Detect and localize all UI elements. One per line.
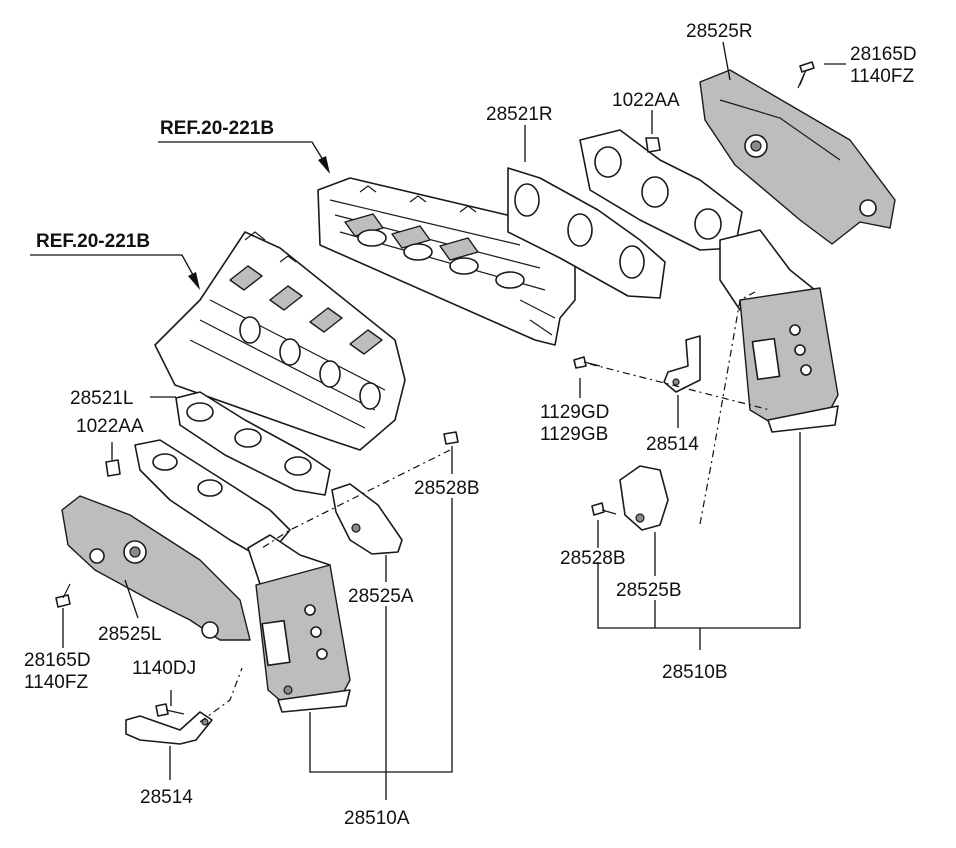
bolt-1140DJ	[155, 703, 185, 717]
heat-protector-28525B	[619, 465, 669, 531]
alignment-lines	[199, 291, 771, 723]
label-28521L: 28521L	[70, 388, 133, 409]
manifold-flange-right	[579, 129, 743, 251]
gasket-left	[175, 391, 331, 496]
gasket-right	[507, 167, 666, 299]
cylinder-head-left-bank	[154, 231, 406, 451]
heat-protector-right	[699, 69, 896, 245]
label-1140DJ: 1140DJ	[132, 658, 196, 679]
label-28525R: 28525R	[686, 21, 753, 42]
heat-protector-left	[61, 495, 251, 641]
label-28165D-right: 28165D	[850, 44, 917, 65]
bracket-left	[125, 711, 213, 745]
label-28514-right: 28514	[646, 434, 699, 455]
nut-1022AA-left	[105, 459, 121, 477]
label-1022AA-right: 1022AA	[612, 90, 680, 111]
heat-protector-28525A	[331, 483, 403, 555]
label-28521R: 28521R	[486, 104, 553, 125]
label-1022AA-left: 1022AA	[76, 416, 144, 437]
catalytic-converter-left	[247, 534, 351, 713]
bracket-right	[663, 335, 701, 393]
label-28514-left: 28514	[140, 787, 193, 808]
label-28525B: 28525B	[616, 580, 682, 601]
label-28510A: 28510A	[344, 808, 410, 829]
label-28165D-left: 28165D	[24, 650, 91, 671]
bolt-28165D-left	[55, 583, 71, 608]
bolt-28528B-left	[443, 431, 459, 445]
ref-label-lower: REF.20-221B	[36, 231, 150, 252]
bolt-28528B-right	[591, 502, 617, 516]
ref-label-upper: REF.20-221B	[160, 118, 274, 139]
label-28510B: 28510B	[662, 662, 728, 683]
bolt-28165D-right	[797, 61, 815, 89]
bolt-1129GD	[573, 356, 601, 369]
label-28528B-right: 28528B	[560, 548, 626, 569]
label-28528B-left: 28528B	[414, 478, 480, 499]
catalytic-converter-right	[719, 229, 839, 433]
label-28525L: 28525L	[98, 624, 161, 645]
label-1140FZ-left: 1140FZ	[24, 672, 88, 693]
label-1129GD: 1129GD	[540, 402, 609, 423]
manifold-left	[134, 439, 291, 561]
label-1140FZ-right: 1140FZ	[850, 66, 914, 87]
leader-lines	[30, 41, 846, 800]
label-1129GB: 1129GB	[540, 424, 608, 445]
nut-1022AA-right	[645, 137, 661, 153]
label-28525A: 28525A	[348, 586, 414, 607]
